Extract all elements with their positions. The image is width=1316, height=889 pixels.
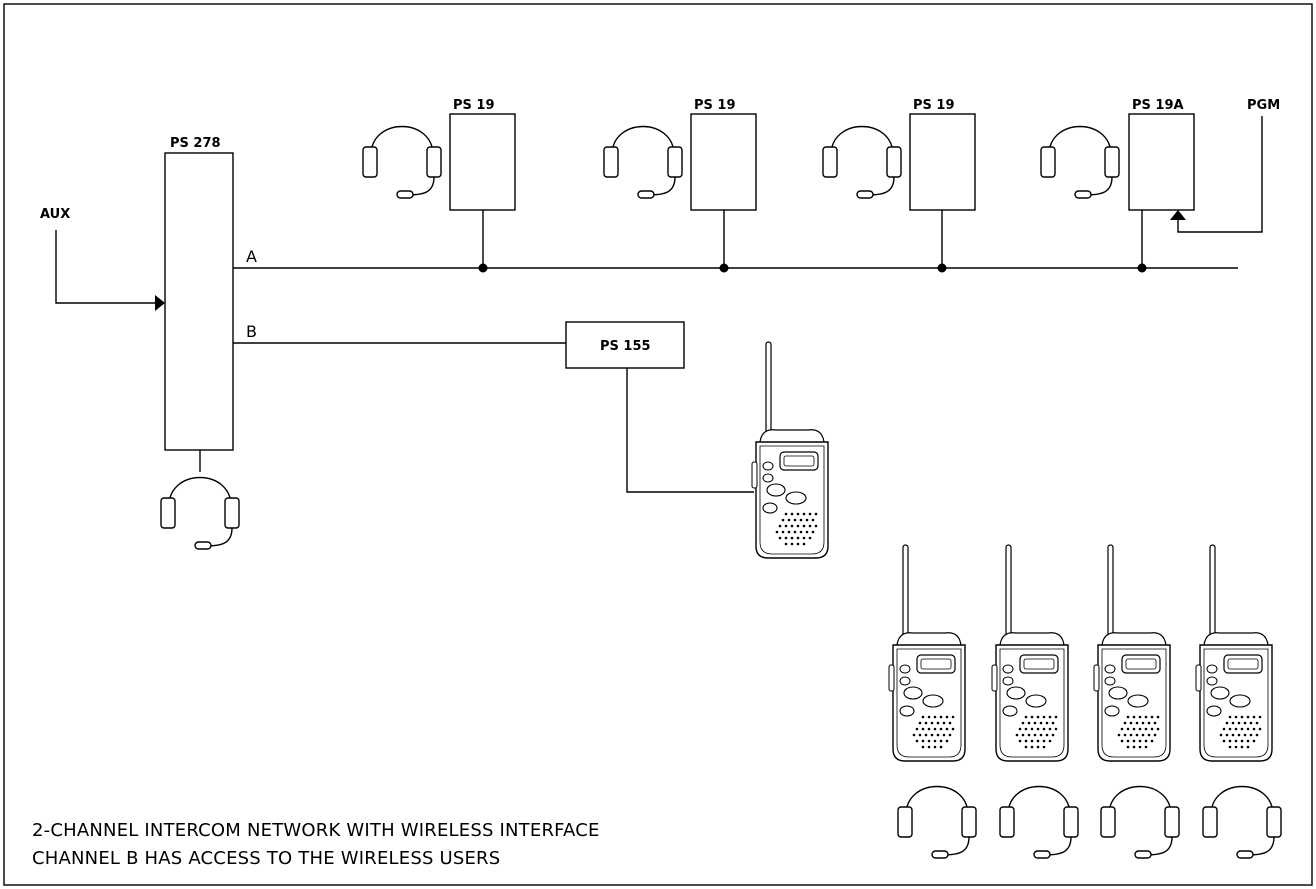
walkie-talkie-icon (991, 544, 1069, 762)
aux-label: AUX (40, 207, 70, 222)
headset-icon (897, 785, 977, 859)
junction-dot-4 (1137, 263, 1147, 273)
caption-line-1: 2-CHANNEL INTERCOM NETWORK WITH WIRELESS… (32, 820, 600, 841)
page-frame (3, 3, 1313, 886)
channel-b-label: B (246, 322, 257, 341)
ps19a-box (1128, 113, 1195, 211)
pgm-arrow-icon (1170, 210, 1186, 220)
caption-line-2: CHANNEL B HAS ACCESS TO THE WIRELESS USE… (32, 848, 500, 869)
ps278-label: PS 278 (170, 136, 221, 151)
walkie-talkie-icon (751, 341, 829, 559)
junction-dot-3 (937, 263, 947, 273)
ps155-radio-cable (626, 368, 754, 493)
ps19-box-3 (909, 113, 976, 211)
ps19-label-2: PS 19 (694, 98, 736, 113)
channel-a-label: A (246, 247, 257, 266)
ps19-box-1 (449, 113, 516, 211)
walkie-talkie-icon (1195, 544, 1273, 762)
pgm-label: PGM (1247, 98, 1280, 113)
ps19a-label: PS 19A (1132, 98, 1184, 113)
ps278-box (164, 152, 234, 451)
headset-icon (160, 476, 240, 550)
headset-icon (362, 125, 442, 199)
headset-icon (603, 125, 683, 199)
ps19-box-2 (690, 113, 757, 211)
ps19-label-1: PS 19 (453, 98, 495, 113)
walkie-talkie-icon (888, 544, 966, 762)
headset-icon (999, 785, 1079, 859)
ps155-box (565, 321, 685, 369)
aux-arrow-icon (155, 295, 165, 311)
ps155-label: PS 155 (600, 339, 651, 354)
headset-icon (1040, 125, 1120, 199)
walkie-talkie-icon (1093, 544, 1171, 762)
pgm-line (1177, 116, 1263, 233)
junction-dot-1 (478, 263, 488, 273)
headset-icon (1202, 785, 1282, 859)
headset-icon (1100, 785, 1180, 859)
headset-icon (822, 125, 902, 199)
ps19-label-3: PS 19 (913, 98, 955, 113)
junction-dot-2 (719, 263, 729, 273)
aux-line (55, 230, 158, 304)
